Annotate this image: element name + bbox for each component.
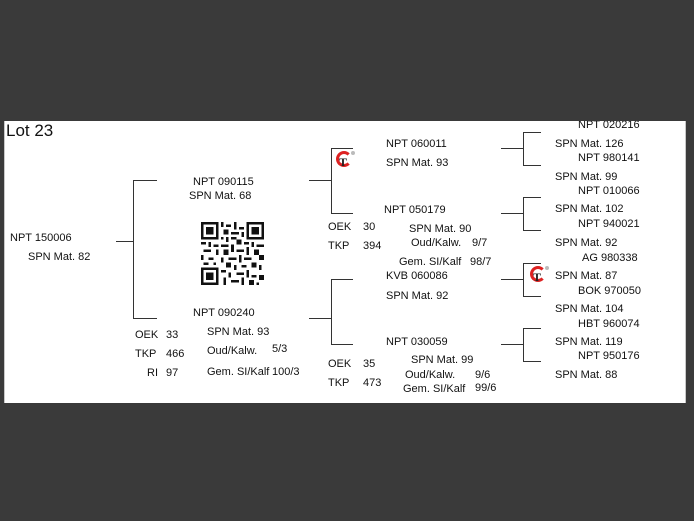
gt-logo-dot bbox=[351, 151, 355, 155]
dam-oud-value: 5/3 bbox=[272, 343, 288, 355]
connector bbox=[309, 318, 331, 319]
gen3-mat: SPN Mat. 104 bbox=[555, 303, 624, 315]
gen3-reg: HBT 960074 bbox=[578, 318, 640, 330]
gen3-mat: SPN Mat. 99 bbox=[555, 171, 618, 183]
gen3-reg: NPT 980141 bbox=[578, 152, 640, 164]
gt-logo-letters: T bbox=[533, 270, 542, 284]
ds-mat: SPN Mat. 92 bbox=[386, 290, 449, 302]
connector bbox=[501, 148, 523, 149]
sd-reg: NPT 050179 bbox=[384, 204, 446, 216]
dam-tkp-value: 466 bbox=[166, 348, 185, 360]
connector bbox=[331, 148, 353, 149]
connector bbox=[523, 263, 524, 296]
connector bbox=[501, 213, 523, 214]
gt-logo: T bbox=[333, 149, 357, 175]
gt-logo: T bbox=[527, 264, 551, 290]
connector bbox=[501, 279, 523, 280]
dd-gem-label: Gem. SI/Kalf bbox=[403, 383, 466, 395]
dam-reg: NPT 090240 bbox=[193, 307, 255, 319]
sire-reg: NPT 090115 bbox=[193, 176, 254, 188]
gt-logo-letters: T bbox=[339, 155, 348, 169]
sire-mat: SPN Mat. 68 bbox=[189, 190, 252, 202]
dam-tkp-label: TKP bbox=[135, 348, 157, 360]
connector bbox=[331, 213, 353, 214]
dd-tkp-label: TKP bbox=[328, 377, 350, 389]
connector bbox=[331, 279, 332, 344]
gt-logo-ring bbox=[530, 266, 546, 282]
gen3-mat: SPN Mat. 119 bbox=[555, 336, 623, 348]
sd-mat: SPN Mat. 90 bbox=[409, 223, 472, 235]
connector bbox=[523, 263, 541, 264]
gen3-reg: NPT 020216 bbox=[578, 121, 640, 131]
ds-reg: KVB 060086 bbox=[386, 270, 448, 282]
gen3-reg: BOK 970050 bbox=[578, 285, 641, 297]
connector bbox=[309, 180, 331, 181]
gen3-reg: AG 980338 bbox=[582, 252, 638, 264]
qr-code-icon bbox=[201, 222, 264, 285]
connector bbox=[523, 197, 524, 230]
dam-ri-value: 97 bbox=[166, 367, 179, 379]
connector bbox=[116, 241, 133, 242]
ss-mat: SPN Mat. 93 bbox=[386, 157, 449, 169]
dd-oud-label: Oud/Kalw. bbox=[405, 369, 456, 381]
dam-gem-label: Gem. SI/Kalf bbox=[207, 366, 270, 378]
connector bbox=[523, 132, 524, 165]
dd-gem-value: 99/6 bbox=[475, 382, 497, 394]
sd-oud-label: Oud/Kalw. bbox=[411, 237, 462, 249]
sd-tkp-value: 394 bbox=[363, 240, 382, 252]
lot-title: Lot 23 bbox=[6, 121, 54, 140]
gen3-mat: SPN Mat. 88 bbox=[555, 369, 618, 381]
gt-logo-dot bbox=[545, 266, 549, 270]
gt-logo-ring bbox=[336, 151, 352, 167]
connector bbox=[331, 279, 353, 280]
sd-oek-label: OEK bbox=[328, 221, 352, 233]
dd-oek-label: OEK bbox=[328, 358, 352, 370]
dam-oek-label: OEK bbox=[135, 329, 159, 341]
sd-oek-value: 30 bbox=[363, 221, 376, 233]
dd-oek-value: 35 bbox=[363, 358, 376, 370]
dd-tkp-value: 473 bbox=[363, 377, 382, 389]
gen3-mat: SPN Mat. 87 bbox=[555, 270, 618, 282]
ss-reg: NPT 060011 bbox=[386, 138, 447, 150]
connector bbox=[523, 165, 541, 166]
gen3-mat: SPN Mat. 92 bbox=[555, 237, 618, 249]
connector bbox=[523, 328, 524, 361]
connector bbox=[331, 148, 332, 213]
connector bbox=[523, 328, 541, 329]
gen3-mat: SPN Mat. 126 bbox=[555, 138, 624, 150]
sd-tkp-label: TKP bbox=[328, 240, 350, 252]
sd-gem-value: 98/7 bbox=[470, 256, 492, 268]
gen3-mat: SPN Mat. 102 bbox=[555, 203, 624, 215]
connector bbox=[133, 318, 157, 319]
pedigree-sheet: Lot 23 NPT 150006 SPN Mat. 82 NPT 090115… bbox=[4, 121, 686, 403]
dam-mat: SPN Mat. 93 bbox=[207, 326, 270, 338]
dd-oud-value: 9/6 bbox=[475, 369, 491, 381]
connector bbox=[523, 361, 541, 362]
sd-oud-value: 9/7 bbox=[472, 237, 488, 249]
connector bbox=[523, 132, 541, 133]
gen3-reg: NPT 010066 bbox=[578, 185, 640, 197]
dd-reg: NPT 030059 bbox=[386, 336, 448, 348]
dam-gem-value: 100/3 bbox=[272, 366, 300, 378]
connector bbox=[501, 344, 523, 345]
connector bbox=[523, 197, 541, 198]
connector bbox=[133, 180, 134, 318]
connector bbox=[523, 296, 541, 297]
animal-mat: SPN Mat. 82 bbox=[28, 251, 91, 263]
animal-reg: NPT 150006 bbox=[10, 232, 72, 244]
sd-gem-label: Gem. SI/Kalf bbox=[399, 256, 462, 268]
dam-oud-label: Oud/Kalw. bbox=[207, 345, 258, 357]
connector bbox=[523, 230, 541, 231]
gen3-reg: NPT 940021 bbox=[578, 218, 640, 230]
dam-oek-value: 33 bbox=[166, 329, 179, 341]
dd-mat: SPN Mat. 99 bbox=[411, 354, 474, 366]
connector bbox=[331, 344, 353, 345]
dam-ri-label: RI bbox=[147, 367, 158, 379]
connector bbox=[133, 180, 157, 181]
gen3-reg: NPT 950176 bbox=[578, 350, 640, 362]
